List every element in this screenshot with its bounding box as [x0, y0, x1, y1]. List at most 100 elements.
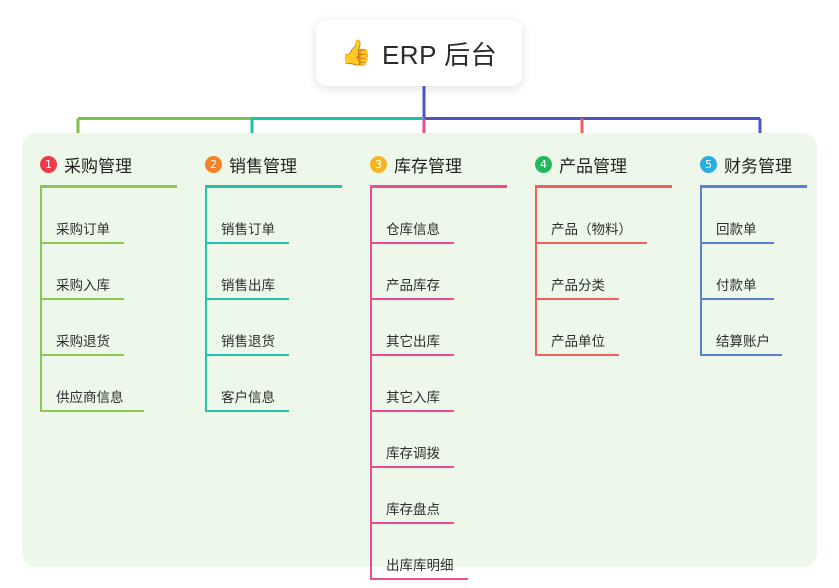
list-item[interactable]: 产品（物料） — [517, 188, 682, 244]
item-label: 采购订单 — [56, 222, 110, 237]
list-item[interactable]: 销售退货 — [187, 300, 352, 356]
category-column-5: 5 财务管理回款单付款单结算账户 — [682, 148, 817, 356]
list-item[interactable]: 付款单 — [682, 244, 817, 300]
column-header-5[interactable]: 5 财务管理 — [682, 148, 817, 180]
item-label: 回款单 — [716, 222, 757, 237]
item-spine — [205, 356, 207, 412]
column-rule-5 — [700, 185, 807, 188]
item-spine — [700, 300, 702, 356]
item-rule — [535, 354, 619, 356]
item-rule — [40, 242, 124, 244]
item-rule — [535, 242, 647, 244]
column-items-1: 采购订单采购入库采购退货供应商信息 — [22, 188, 187, 412]
item-rule — [370, 354, 454, 356]
item-spine — [205, 300, 207, 356]
column-rule-1 — [40, 185, 177, 188]
item-rule — [370, 298, 454, 300]
item-label: 客户信息 — [221, 390, 275, 405]
column-items-4: 产品（物料） 产品分类产品单位 — [517, 188, 682, 356]
item-spine — [370, 412, 372, 468]
column-badge-1: 1 — [40, 155, 57, 173]
list-item[interactable]: 其它出库 — [352, 300, 517, 356]
item-rule — [370, 466, 454, 468]
item-label: 销售订单 — [221, 222, 275, 237]
item-spine — [40, 188, 42, 244]
item-label: 产品（物料） — [551, 222, 632, 237]
column-items-5: 回款单付款单结算账户 — [682, 188, 817, 356]
item-spine — [535, 300, 537, 356]
column-items-2: 销售订单销售出库销售退货客户信息 — [187, 188, 352, 412]
item-spine — [535, 244, 537, 300]
item-label: 其它入库 — [386, 390, 440, 405]
root-node-content: 👍 ERP 后台 — [341, 35, 497, 72]
item-spine — [40, 244, 42, 300]
item-spine — [700, 244, 702, 300]
item-spine — [700, 188, 702, 244]
item-label: 其它出库 — [386, 334, 440, 349]
column-title-5: 财务管理 — [724, 156, 792, 176]
thumbs-up-icon: 👍 — [340, 38, 372, 67]
list-item[interactable]: 采购订单 — [22, 188, 187, 244]
category-column-1: 1 采购管理采购订单采购入库采购退货供应商信息 — [22, 148, 187, 412]
list-item[interactable]: 产品分类 — [517, 244, 682, 300]
item-label: 采购入库 — [56, 278, 110, 293]
item-label: 销售退货 — [221, 334, 275, 349]
list-item[interactable]: 出库库明细 — [352, 524, 517, 580]
item-label: 库存调拨 — [386, 446, 440, 461]
list-item[interactable]: 仓库信息 — [352, 188, 517, 244]
item-spine — [370, 300, 372, 356]
item-label: 库存盘点 — [386, 502, 440, 517]
item-rule — [370, 522, 454, 524]
item-rule — [700, 354, 782, 356]
column-header-1[interactable]: 1 采购管理 — [22, 148, 187, 180]
list-item[interactable]: 回款单 — [682, 188, 817, 244]
item-spine — [205, 244, 207, 300]
item-rule — [370, 578, 468, 580]
column-badge-2: 2 — [205, 155, 222, 173]
item-label: 产品分类 — [551, 278, 605, 293]
item-spine — [40, 356, 42, 412]
column-badge-5: 5 — [700, 155, 717, 173]
item-spine — [370, 356, 372, 412]
item-spine — [370, 188, 372, 244]
item-spine — [370, 468, 372, 524]
list-item[interactable]: 供应商信息 — [22, 356, 187, 412]
column-items-3: 仓库信息产品库存其它出库其它入库库存调拨库存盘点出库库明细 — [352, 188, 517, 580]
list-item[interactable]: 库存调拨 — [352, 412, 517, 468]
column-header-2[interactable]: 2 销售管理 — [187, 148, 352, 180]
item-rule — [535, 298, 619, 300]
column-rule-2 — [205, 185, 342, 188]
item-rule — [700, 298, 774, 300]
item-rule — [40, 354, 124, 356]
list-item[interactable]: 其它入库 — [352, 356, 517, 412]
list-item[interactable]: 产品库存 — [352, 244, 517, 300]
list-item[interactable]: 客户信息 — [187, 356, 352, 412]
item-spine — [370, 244, 372, 300]
item-rule — [40, 298, 124, 300]
list-item[interactable]: 产品单位 — [517, 300, 682, 356]
list-item[interactable]: 库存盘点 — [352, 468, 517, 524]
column-title-3: 库存管理 — [394, 156, 462, 176]
column-rule-4 — [535, 185, 672, 188]
column-title-1: 采购管理 — [64, 156, 132, 176]
column-badge-4: 4 — [535, 155, 552, 173]
item-spine — [370, 524, 372, 580]
item-label: 付款单 — [716, 278, 757, 293]
list-item[interactable]: 销售订单 — [187, 188, 352, 244]
column-title-2: 销售管理 — [229, 156, 297, 176]
item-label: 仓库信息 — [386, 222, 440, 237]
item-label: 产品单位 — [551, 334, 605, 349]
item-rule — [205, 242, 289, 244]
root-node-card[interactable]: 👍 ERP 后台 — [316, 20, 522, 86]
list-item[interactable]: 采购退货 — [22, 300, 187, 356]
item-rule — [205, 410, 289, 412]
list-item[interactable]: 采购入库 — [22, 244, 187, 300]
list-item[interactable]: 销售出库 — [187, 244, 352, 300]
item-label: 出库库明细 — [386, 558, 454, 573]
category-column-2: 2 销售管理销售订单销售出库销售退货客户信息 — [187, 148, 352, 412]
list-item[interactable]: 结算账户 — [682, 300, 817, 356]
item-rule — [370, 242, 454, 244]
